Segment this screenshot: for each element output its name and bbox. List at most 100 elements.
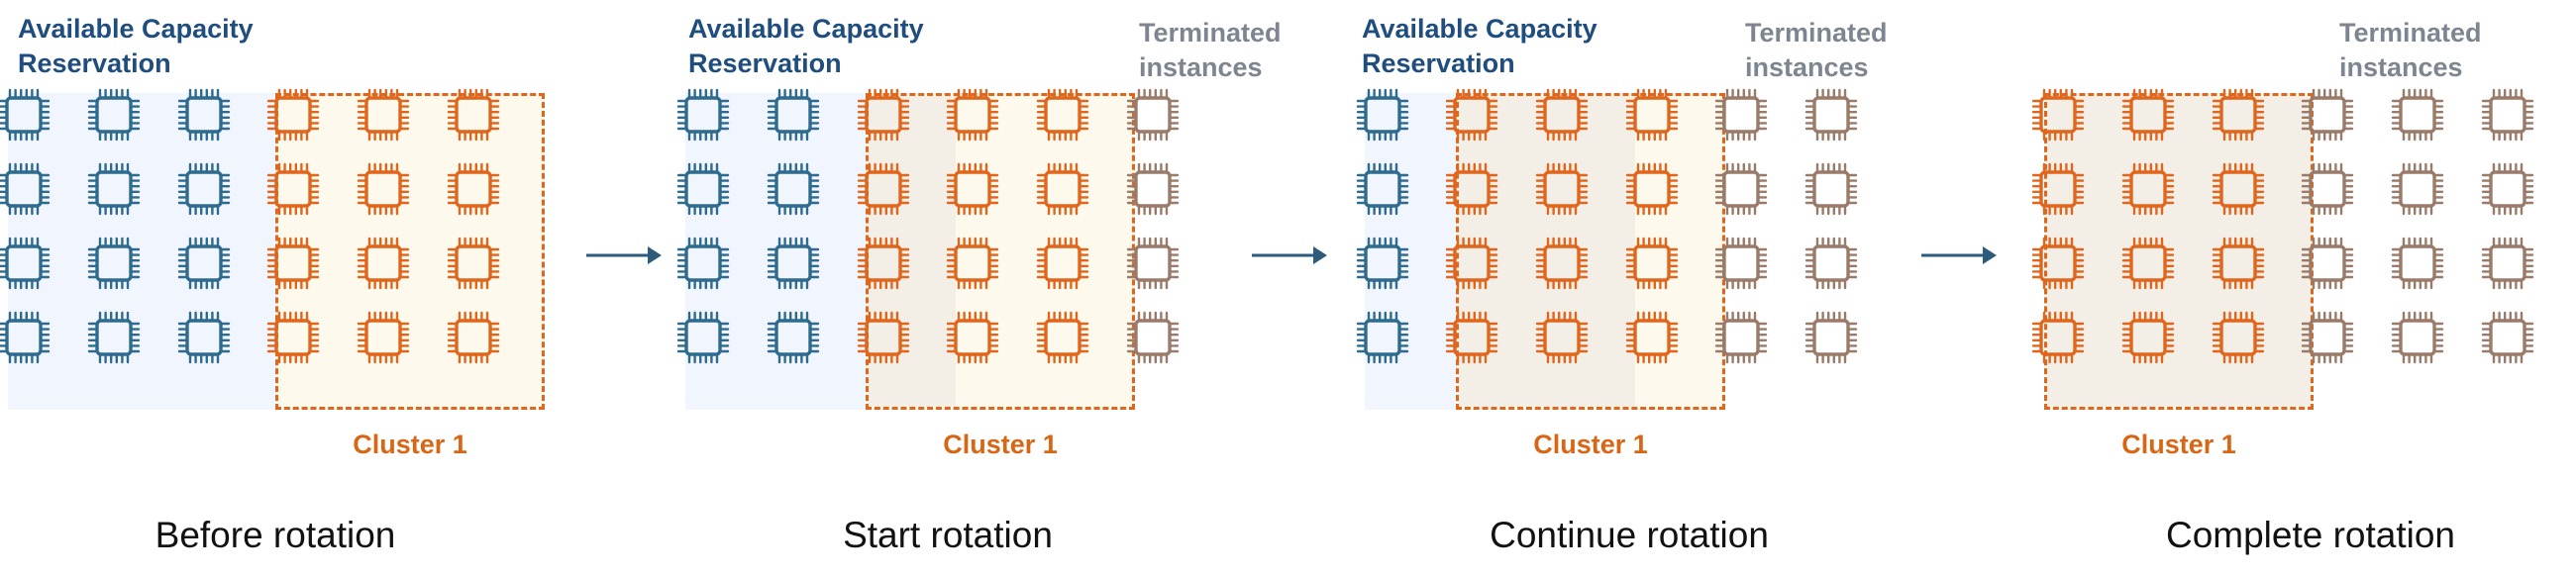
cluster-instance-icon [1034,86,1091,144]
available-instance-icon [0,160,52,218]
terminated-instance-icon [1803,160,1860,218]
cluster-instance-icon [2029,160,2087,218]
cluster-instance-icon [1443,235,1500,292]
cluster-instance-icon [1533,86,1591,144]
cluster-instance-icon [1533,235,1591,292]
cluster-instance-icon [355,86,412,144]
cluster-1-label: Cluster 1 [943,430,1058,459]
caption-complete-rotation: Complete rotation [2165,515,2456,555]
available-capacity-label: Available Capacity Reservation [688,14,924,78]
cluster-instance-icon [2029,86,2087,144]
available-instance-icon [175,309,233,366]
cluster-instance-icon [1034,160,1091,218]
available-instance-icon [85,86,143,144]
cluster-instance-icon [1443,309,1500,366]
panel-start-rotation: Available Capacity Reservation Terminate… [674,14,1282,555]
caption-continue-rotation: Continue rotation [1490,515,1769,555]
cluster-instance-icon [2029,235,2087,292]
cluster-instance-icon [2210,160,2267,218]
available-instance-icon [674,309,732,366]
terminated-instance-icon [2479,235,2536,292]
cluster-instance-icon [1623,235,1681,292]
arrow-right-icon [1921,246,1997,264]
cluster-instance-icon [355,309,412,366]
cluster-instance-icon [2210,235,2267,292]
available-capacity-label: Available Capacity Reservation [1362,14,1597,78]
terminated-instance-icon [2479,86,2536,144]
rotated-column-area [2047,96,2311,407]
available-instance-icon [85,160,143,218]
terminated-instances-label: Terminated instances [1745,18,1888,82]
available-instance-icon [85,235,143,292]
terminated-instance-icon [1712,86,1770,144]
terminated-instance-icon [1124,309,1182,366]
cluster-instance-icon [2119,160,2177,218]
terminated-instance-icon [1712,235,1770,292]
available-instance-icon [674,86,732,144]
available-instance-icon [765,86,822,144]
cluster-instance-icon [855,160,912,218]
cluster-instance-icon [855,86,912,144]
terminated-instance-icon [2299,160,2356,218]
available-instance-icon [0,86,52,144]
cluster-instance-icon [944,309,1001,366]
cluster-instance-icon [2119,86,2177,144]
arrow-right-icon [1252,246,1327,264]
terminated-instance-icon [2479,160,2536,218]
cluster-instance-icon [355,160,412,218]
available-instance-icon [0,235,52,292]
available-instance-icon [175,86,233,144]
cluster-instance-icon [2210,309,2267,366]
terminated-instance-icon [1712,309,1770,366]
caption-before-rotation: Before rotation [155,515,396,555]
cluster-instance-icon [264,309,322,366]
panel-before-rotation: Available Capacity Reservation Cluster 1… [0,0,594,579]
cluster-instance-icon [1623,309,1681,366]
cluster-instance-icon [445,309,502,366]
cluster-instance-icon [445,86,502,144]
cluster-instance-icon [1623,86,1681,144]
terminated-instances-label: Terminated instances [1139,18,1282,82]
cluster-1-label: Cluster 1 [2121,430,2236,459]
terminated-instance-icon [2299,86,2356,144]
available-instance-icon [0,309,52,366]
cluster-instance-icon [1443,86,1500,144]
cluster-instance-icon [2119,235,2177,292]
available-instance-icon [1354,86,1411,144]
cluster-instance-icon [1533,309,1591,366]
terminated-instance-icon [2299,309,2356,366]
terminated-instances-label: Terminated instances [2339,18,2482,82]
terminated-instance-icon [1803,309,1860,366]
terminated-instance-icon [2479,309,2536,366]
terminated-instance-icon [2389,86,2446,144]
available-instance-icon [765,160,822,218]
cluster-instance-icon [264,86,322,144]
cluster-instance-icon [944,86,1001,144]
terminated-instance-icon [1803,235,1860,292]
cluster-instance-icon [2029,309,2087,366]
cluster-instance-icon [2119,309,2177,366]
available-instance-icon [175,160,233,218]
terminated-instance-icon [1124,160,1182,218]
cluster-instance-icon [264,235,322,292]
cluster-instance-icon [1034,309,1091,366]
cluster-instance-icon [355,235,412,292]
cluster-instance-icon [1443,160,1500,218]
available-instance-icon [175,235,233,292]
cluster-area [275,93,545,410]
cluster-instance-icon [944,160,1001,218]
cluster-instance-icon [944,235,1001,292]
cluster-instance-icon [264,160,322,218]
caption-start-rotation: Start rotation [843,515,1053,555]
cluster-instance-icon [1034,235,1091,292]
arrow-right-icon [586,246,662,264]
terminated-instance-icon [2299,235,2356,292]
available-instance-icon [765,309,822,366]
cluster-1-label: Cluster 1 [353,430,467,459]
available-instance-icon [674,235,732,292]
terminated-instance-icon [2389,160,2446,218]
cluster-instance-icon [445,235,502,292]
cluster-instance-icon [1623,160,1681,218]
terminated-instance-icon [1712,160,1770,218]
